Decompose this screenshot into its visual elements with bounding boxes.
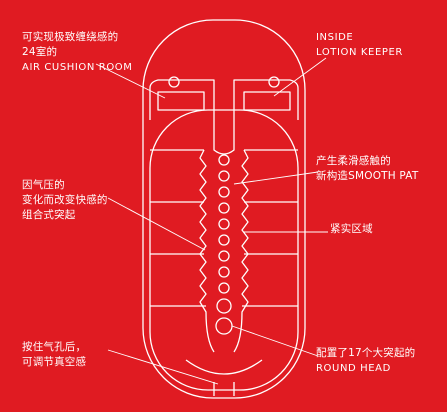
channel-right-wall [233,149,249,353]
label-round-head: 配置了17个大突起的 ROUND HEAD [316,346,415,376]
air-cushion-line1: 可实现极致缠绕感的 [22,31,119,43]
label-smooth-pat: 产生柔滑感触的 新构造SMOOTH PAT [316,154,418,184]
label-tight-zone: 紧实区域 [330,222,373,237]
vent-hole-line2: 可调节真空感 [22,356,87,368]
label-lotion-keeper: INSIDE LOTION KEEPER [316,30,403,60]
outer-capsule [142,19,306,399]
leader-lotion-keeper [273,57,327,97]
smooth-pat-line1: 产生柔滑感触的 [316,155,391,167]
leader-round-head [231,325,319,357]
label-air-cushion-room: 可实现极致缠绕感的 24室的 AIR CUSHION ROOM [22,30,132,75]
round-head-bumps [215,154,233,335]
air-cushion-line3: AIR CUSHION ROOM [22,62,133,73]
air-cushion-line2: 24室的 [22,46,58,58]
round-head-line1: 配置了17个大突起的 [316,347,416,359]
round-head-line2: ROUND HEAD [316,363,391,374]
bottom-base [185,359,263,375]
tight-zone-line1: 紧实区域 [330,223,373,235]
chamber-partitions [150,149,298,307]
top-valve-left [168,76,180,88]
leader-pressure-bumps [107,197,206,251]
leader-lines [95,57,328,385]
leader-smooth-pat [233,171,319,185]
lotion-keeper-line2: LOTION KEEPER [316,47,403,58]
channel-left-wall [199,149,215,353]
leader-vent-hole [107,349,219,385]
top-valve-right [268,76,280,88]
inner-sleeve [149,109,299,391]
pressure-bumps-line1: 因气压的 [22,179,65,191]
vent-hole-line1: 按住气孔后， [22,341,87,353]
top-air-chamber-left [157,91,205,111]
label-pressure-bumps: 因气压的 变化而改变快感的 组合式突起 [22,178,108,223]
vent-hole [213,382,235,396]
leader-air-cushion [95,63,166,99]
label-vent-hole: 按住气孔后， 可调节真空感 [22,340,86,370]
lotion-keeper-line1: INSIDE [316,32,354,43]
lotion-keeper-well [213,122,235,155]
pressure-bumps-line3: 组合式突起 [22,209,76,221]
top-cap [149,79,299,122]
top-air-chamber-right [243,91,291,111]
smooth-pat-line2: 新构造SMOOTH PAT [316,170,419,182]
pressure-bumps-line2: 变化而改变快感的 [22,194,108,206]
